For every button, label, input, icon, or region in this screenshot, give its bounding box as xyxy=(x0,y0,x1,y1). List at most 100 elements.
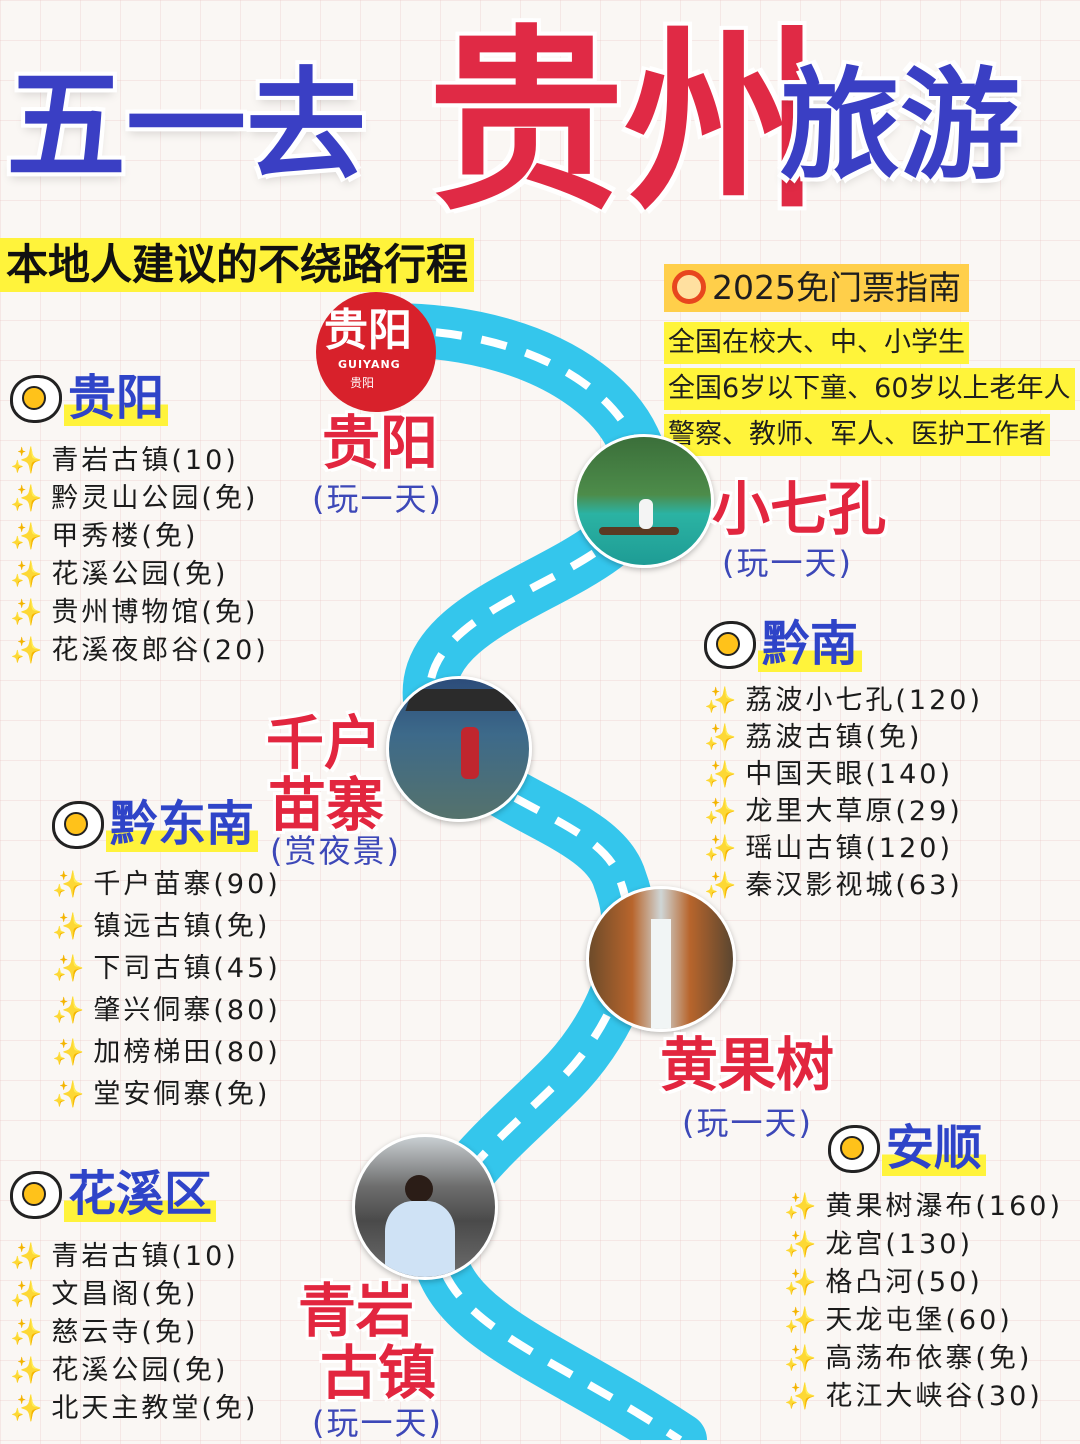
stop-huangguoshu-name: 黄果树 xyxy=(660,1031,835,1099)
list-item: ✨甲秀楼(免) xyxy=(10,521,199,552)
list-item: ✨堂安侗寨(免) xyxy=(52,1079,271,1110)
fried-egg-icon xyxy=(10,1171,62,1219)
sparkle-icon: ✨ xyxy=(52,1038,88,1068)
list-item: ✨黄果树瀑布(160) xyxy=(784,1191,1063,1222)
section-title: 贵阳 xyxy=(64,370,169,426)
ticket-guide-header: 2025免门票指南 xyxy=(664,264,969,312)
list-item: ✨高荡布依寨(免) xyxy=(784,1343,1033,1374)
list-item: ✨龙里大草原(29) xyxy=(704,796,963,827)
stop-miao-note: (赏夜景) xyxy=(270,832,401,870)
section-qiannan: 黔南 ✨荔波小七孔(120) ✨荔波古镇(免) ✨中国天眼(140) ✨龙里大草… xyxy=(704,616,983,901)
fried-egg-icon xyxy=(52,801,104,849)
sparkle-icon: ✨ xyxy=(10,446,46,476)
sparkle-icon: ✨ xyxy=(10,522,46,552)
sparkle-icon: ✨ xyxy=(784,1268,820,1298)
list-item: ✨花溪公园(免) xyxy=(10,559,229,590)
photo-huangguoshu xyxy=(586,886,736,1032)
sparkle-icon: ✨ xyxy=(10,1280,46,1310)
stop-guiyang-name: 贵阳 xyxy=(322,409,439,477)
stop-guiyang-note: (玩一天) xyxy=(312,480,443,518)
sparkle-icon: ✨ xyxy=(10,636,46,666)
list-item: ✨花江大峡谷(30) xyxy=(784,1381,1043,1412)
photo-qingyan xyxy=(352,1134,498,1280)
photo-xiaoqikong xyxy=(574,434,714,568)
list-item: ✨天龙屯堡(60) xyxy=(784,1305,1013,1336)
list-item: ✨荔波古镇(免) xyxy=(704,722,923,753)
ticket-guide-line: 全国6岁以下童、60岁以上老年人 xyxy=(664,368,1075,410)
section-anshun: 安顺 xyxy=(828,1120,987,1176)
list-item: ✨青岩古镇(10) xyxy=(10,445,239,476)
guiyang-badge: 贵阳 GUIYANG 贵阳 xyxy=(316,292,436,412)
list-item: ✨花溪公园(免) xyxy=(10,1355,229,1386)
sparkle-icon: ✨ xyxy=(52,996,88,1026)
list-item: ✨文昌阁(免) xyxy=(10,1279,199,1310)
list-item: ✨格凸河(50) xyxy=(784,1267,983,1298)
list-item: ✨荔波小七孔(120) xyxy=(704,685,983,716)
badge-big-text: 贵阳 xyxy=(324,305,412,356)
list-item: ✨中国天眼(140) xyxy=(704,759,953,790)
title-part2: 贵州 xyxy=(428,7,821,237)
sparkle-icon: ✨ xyxy=(52,912,88,942)
stop-qingyan-name-2: 古镇 xyxy=(320,1339,437,1407)
sparkle-icon: ✨ xyxy=(10,1394,46,1424)
list-item: ✨瑶山古镇(120) xyxy=(704,833,953,864)
sparkle-icon: ✨ xyxy=(704,834,740,864)
section-title: 黔东南 xyxy=(106,796,259,852)
list-item: ✨加榜梯田(80) xyxy=(52,1037,281,1068)
list-item: ✨花溪夜郎谷(20) xyxy=(10,635,269,666)
title-part3: 旅游 xyxy=(780,57,1020,196)
section-title: 花溪区 xyxy=(64,1166,217,1222)
stop-miao-name-2: 苗寨 xyxy=(268,771,385,839)
list-item: ✨千户苗寨(90) xyxy=(52,869,281,900)
title-part1: 五一去 xyxy=(6,57,366,196)
list-item: ✨黔灵山公园(免) xyxy=(10,483,259,514)
list-item: ✨贵州博物馆(免) xyxy=(10,597,259,628)
sparkle-icon: ✨ xyxy=(52,954,88,984)
sparkle-icon: ✨ xyxy=(10,484,46,514)
list-item: ✨龙宫(130) xyxy=(784,1229,973,1260)
ticket-guide-line: 全国在校大、中、小学生 xyxy=(664,322,969,364)
list-item: ✨慈云寺(免) xyxy=(10,1317,199,1348)
anshun-list: ✨黄果树瀑布(160) ✨龙宫(130) ✨格凸河(50) ✨天龙屯堡(60) … xyxy=(784,1184,1063,1412)
photo-miao-village xyxy=(386,676,532,822)
stop-huangguoshu-note: (玩一天) xyxy=(682,1104,813,1142)
subtitle: 本地人建议的不绕路行程 xyxy=(0,238,475,292)
list-item: ✨肇兴侗寨(80) xyxy=(52,995,281,1026)
sparkle-icon: ✨ xyxy=(784,1344,820,1374)
ticket-guide-line: 警察、教师、军人、医护工作者 xyxy=(664,414,1050,456)
sparkle-icon: ✨ xyxy=(10,1356,46,1386)
sparkle-icon: ✨ xyxy=(704,797,740,827)
stop-miao-name-1: 千户 xyxy=(266,709,383,777)
stop-qingyan-note: (玩一天) xyxy=(312,1404,443,1442)
section-title: 安顺 xyxy=(882,1120,987,1176)
ticket-guide: 2025免门票指南 全国在校大、中、小学生 全国6岁以下童、60岁以上老年人 警… xyxy=(664,264,1075,456)
sparkle-icon: ✨ xyxy=(704,760,740,790)
section-qiandongnan: 黔东南 ✨千户苗寨(90) ✨镇远古镇(免) ✨下司古镇(45) ✨肇兴侗寨(8… xyxy=(52,796,281,1114)
sparkle-icon: ✨ xyxy=(10,560,46,590)
sparkle-icon: ✨ xyxy=(784,1382,820,1412)
list-item: ✨北天主教堂(免) xyxy=(10,1393,259,1424)
list-item: ✨秦汉影视城(63) xyxy=(704,870,963,901)
stop-xiaoqikong-name: 小七孔 xyxy=(712,475,887,543)
sparkle-icon: ✨ xyxy=(704,723,740,753)
sparkle-icon: ✨ xyxy=(784,1192,820,1222)
sparkle-icon: ✨ xyxy=(704,871,740,901)
fried-egg-icon xyxy=(10,375,62,423)
sparkle-icon: ✨ xyxy=(52,1080,88,1110)
section-huaxi: 花溪区 ✨青岩古镇(10) ✨文昌阁(免) ✨慈云寺(免) ✨花溪公园(免) ✨… xyxy=(10,1166,258,1424)
sparkle-icon: ✨ xyxy=(10,1242,46,1272)
sparkle-icon: ✨ xyxy=(784,1230,820,1260)
sparkle-icon: ✨ xyxy=(52,870,88,900)
section-guiyang: 贵阳 ✨青岩古镇(10) ✨黔灵山公园(免) ✨甲秀楼(免) ✨花溪公园(免) … xyxy=(10,370,269,666)
sparkle-icon: ✨ xyxy=(784,1306,820,1336)
section-title: 黔南 xyxy=(758,616,863,672)
circle-icon xyxy=(672,270,706,304)
list-item: ✨下司古镇(45) xyxy=(52,953,281,984)
stop-qingyan-name-1: 青岩 xyxy=(298,1277,415,1345)
badge-small-text: GUIYANG xyxy=(338,358,401,371)
list-item: ✨镇远古镇(免) xyxy=(52,911,271,942)
sparkle-icon: ✨ xyxy=(10,1318,46,1348)
sparkle-icon: ✨ xyxy=(10,598,46,628)
list-item: ✨青岩古镇(10) xyxy=(10,1241,239,1272)
fried-egg-icon xyxy=(828,1125,880,1173)
